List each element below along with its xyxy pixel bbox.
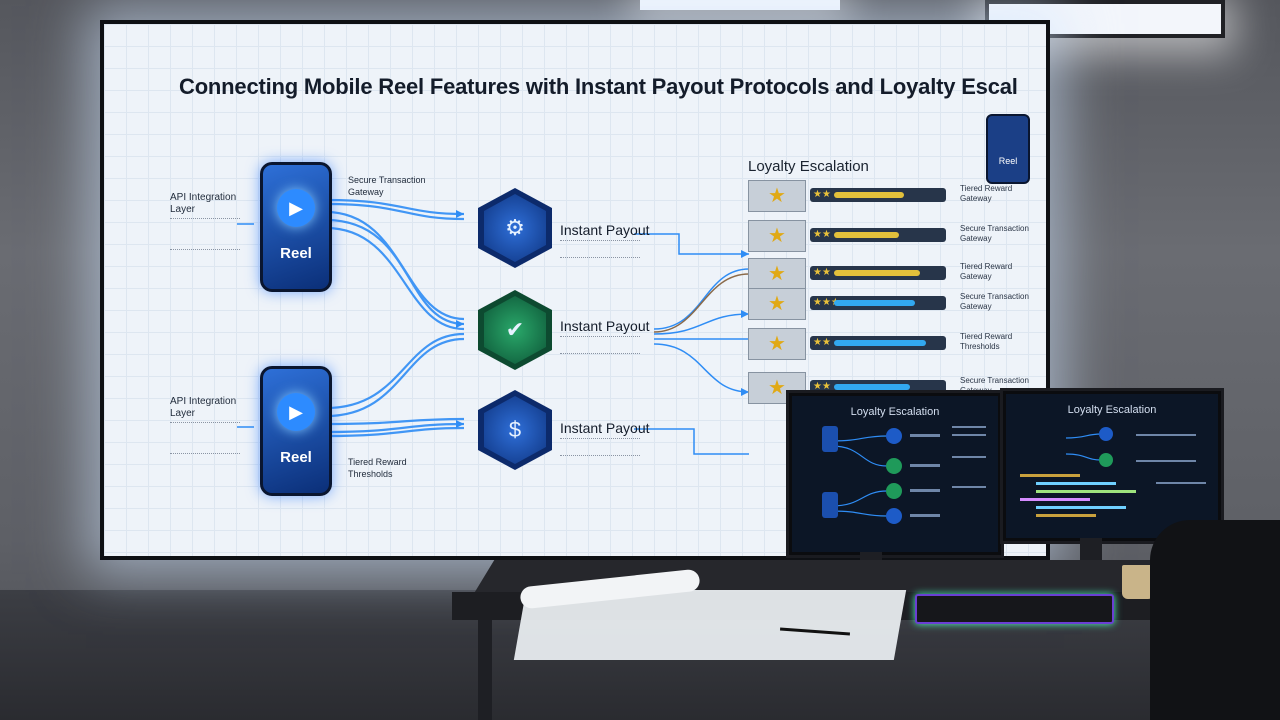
loyalty-tier-row: ★★★Tiered Reward Gateway xyxy=(748,180,1046,212)
monitor-flow-graphic xyxy=(822,426,986,524)
flow-connectors xyxy=(237,198,750,455)
keyboard xyxy=(915,594,1114,624)
tier-progress-bar: ★★★ xyxy=(810,296,946,310)
api-layer-label-bottom: API Integration Layer xyxy=(170,396,237,419)
payout-node-3: $ xyxy=(478,390,552,470)
tier-stars: ★★ xyxy=(813,337,831,348)
tier-stars: ★★ xyxy=(813,381,831,392)
tier-progress-bar: ★★ xyxy=(810,228,946,242)
annotation-tiered-thresholds: Tiered Reward Thresholds xyxy=(348,457,407,479)
tier-star-icon: ★ xyxy=(748,258,806,290)
play-icon: ▶ xyxy=(277,189,315,227)
payout-label-1: Instant Payout xyxy=(560,222,650,238)
code-lines-graphic xyxy=(1020,427,1206,517)
tier-progress-bar: ★★ xyxy=(810,336,946,350)
loyalty-tier-row: ★★★Secure Transaction Gateway xyxy=(748,220,1046,252)
tier-progress-bar: ★★ xyxy=(810,188,946,202)
tier-star-icon: ★ xyxy=(748,328,806,360)
left-monitor: Loyalty Escalation xyxy=(786,390,1004,558)
diagram-title: Connecting Mobile Reel Features with Ins… xyxy=(179,74,1018,99)
tier-caption: Tiered Reward Thresholds xyxy=(960,332,1013,351)
payout-label-3: Instant Payout xyxy=(560,420,650,436)
corner-phone: Reel xyxy=(986,114,1030,184)
loyalty-tier-row: ★★★Tiered Reward Gateway xyxy=(748,258,1046,290)
left-monitor-screen: Loyalty Escalation xyxy=(792,396,998,552)
coffee-mug xyxy=(1122,565,1154,599)
tier-progress-fill xyxy=(834,300,915,306)
tier-star-icon: ★ xyxy=(748,288,806,320)
tier-progress-fill xyxy=(834,384,910,390)
tier-stars: ★★ xyxy=(813,189,831,200)
reel-label: Reel xyxy=(280,449,312,466)
payout-sub-2 xyxy=(560,336,640,354)
loyalty-tier-row: ★★★★Secure Transaction Gateway xyxy=(748,288,1046,320)
corner-phone-label: Reel xyxy=(998,156,1018,166)
tier-progress-fill xyxy=(834,270,920,276)
loyalty-heading: Loyalty Escalation xyxy=(748,158,869,175)
right-monitor: Loyalty Escalation xyxy=(1000,388,1224,544)
tier-progress-bar: ★★ xyxy=(810,266,946,280)
tier-stars: ★★★ xyxy=(813,297,840,308)
ceiling-light-left xyxy=(640,0,840,10)
payout-sub-1 xyxy=(560,240,640,258)
play-icon: ▶ xyxy=(277,393,315,431)
tier-star-icon: ★ xyxy=(748,180,806,212)
tier-stars: ★★ xyxy=(813,267,831,278)
office-chair xyxy=(1150,520,1280,720)
payout-label-2: Instant Payout xyxy=(560,318,650,334)
annotation-secure-gateway: Secure Transaction Gateway xyxy=(348,175,426,197)
tier-star-icon: ★ xyxy=(748,220,806,252)
check-icon: ✔ xyxy=(484,296,546,364)
reel-phone-bottom: ▶ Reel xyxy=(260,366,332,496)
reel-label: Reel xyxy=(280,245,312,262)
tier-stars: ★★ xyxy=(813,229,831,240)
reel-phone-top: ▶ Reel xyxy=(260,162,332,292)
gear-icon: ⚙ xyxy=(484,194,546,262)
dollar-icon: $ xyxy=(484,396,546,464)
right-monitor-screen: Loyalty Escalation xyxy=(1006,394,1218,538)
tier-progress-fill xyxy=(834,192,904,198)
tier-progress-fill xyxy=(834,232,899,238)
desk-leg xyxy=(478,620,492,720)
api-layer-label-top: API Integration Layer xyxy=(170,192,237,215)
tier-caption: Tiered Reward Gateway xyxy=(960,262,1013,281)
tier-caption: Tiered Reward Gateway xyxy=(960,184,1013,203)
placeholder-text-top xyxy=(170,218,240,250)
right-monitor-title: Loyalty Escalation xyxy=(1067,404,1157,416)
tier-caption: Secure Transaction Gateway xyxy=(960,292,1029,311)
placeholder-text-bottom xyxy=(170,422,240,454)
tier-caption: Secure Transaction Gateway xyxy=(960,224,1029,243)
payout-sub-3 xyxy=(560,438,640,456)
left-monitor-title: Loyalty Escalation xyxy=(850,406,940,418)
loyalty-tier-row: ★★★Tiered Reward Thresholds xyxy=(748,328,1046,360)
tier-progress-fill xyxy=(834,340,926,346)
